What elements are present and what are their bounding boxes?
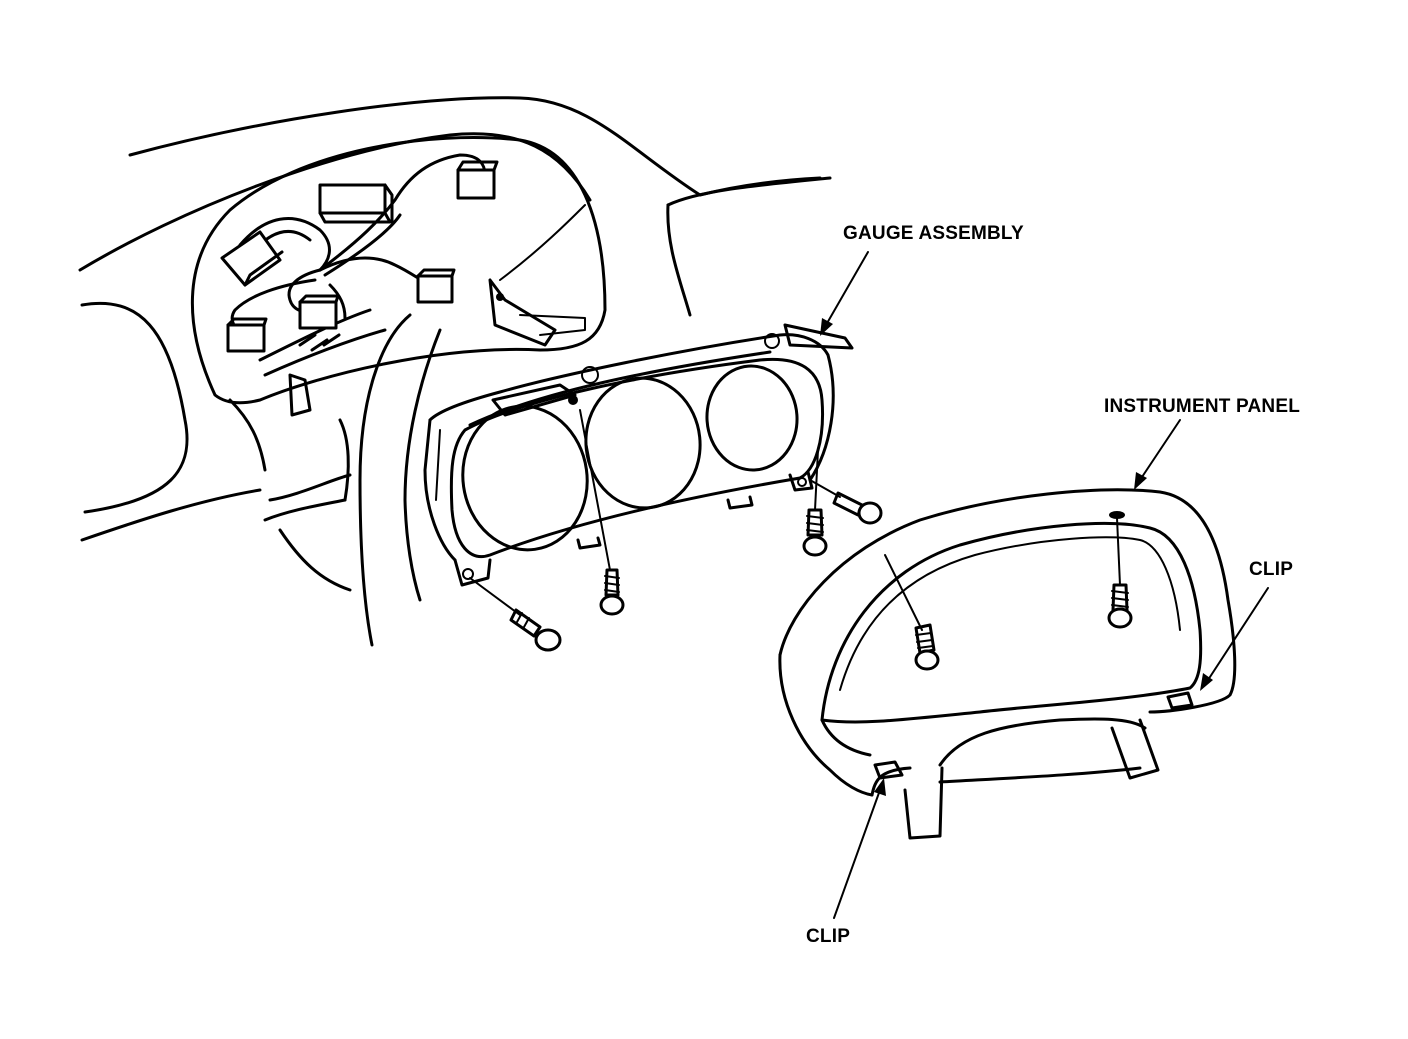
leader-arrow bbox=[1200, 587, 1269, 691]
gauge-assembly bbox=[423, 323, 854, 587]
leader-arrow bbox=[820, 251, 869, 336]
clip-label-bottom: CLIP bbox=[806, 926, 851, 947]
screw-icon bbox=[469, 577, 562, 652]
leader-arrow bbox=[833, 778, 886, 919]
connector-icon bbox=[456, 160, 499, 200]
screw-icon bbox=[809, 479, 883, 525]
gauge-assembly-label: GAUGE ASSEMBLY bbox=[843, 223, 1024, 244]
harness-tape bbox=[298, 333, 341, 352]
screw-icon bbox=[884, 554, 940, 671]
steering-column bbox=[338, 313, 442, 647]
gauge-opening bbox=[190, 136, 607, 592]
leader-arrow bbox=[1134, 419, 1181, 490]
connector-icon bbox=[318, 183, 394, 224]
dashboard-outline bbox=[78, 96, 832, 542]
connector-icon bbox=[416, 268, 456, 304]
screw-icon bbox=[579, 409, 625, 616]
screw-icon bbox=[1107, 517, 1133, 629]
instrument-panel bbox=[778, 488, 1237, 840]
instrument-panel-label: INSTRUMENT PANEL bbox=[1104, 396, 1301, 417]
screw-icon bbox=[802, 449, 828, 557]
connector-icon bbox=[226, 317, 268, 353]
connector-icon bbox=[298, 294, 340, 330]
connector-icon bbox=[220, 230, 284, 287]
clip-label-right: CLIP bbox=[1249, 559, 1294, 580]
